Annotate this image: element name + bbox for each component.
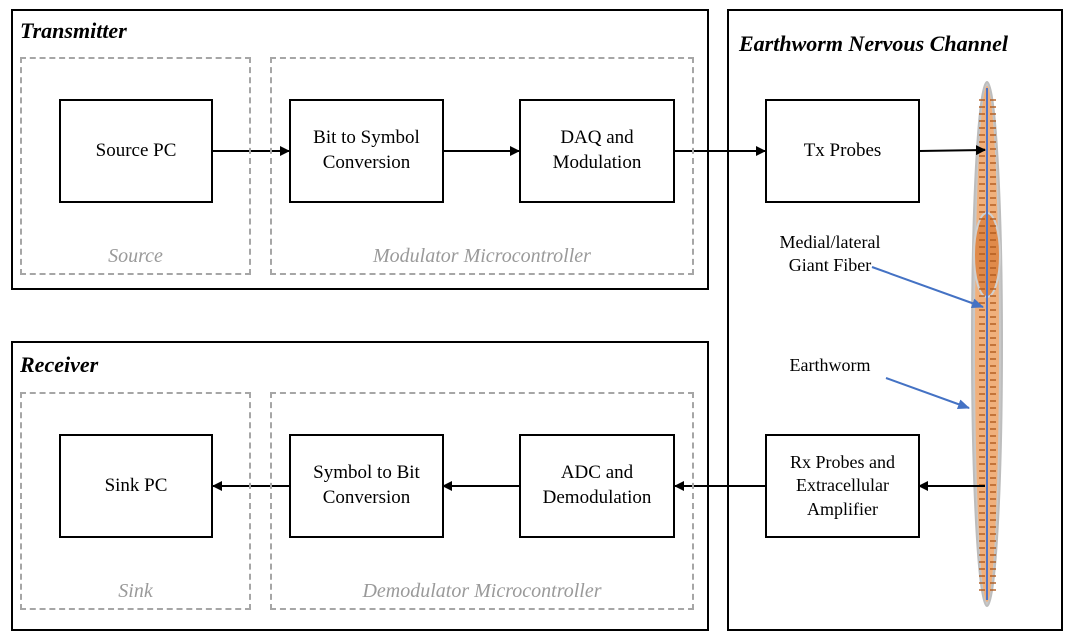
rx-probes-block: Rx Probes and Extracellular Amplifier <box>765 434 920 538</box>
source-pc-block: Source PC <box>59 99 213 203</box>
modulator-group-label: Modulator Microcontroller <box>373 245 591 267</box>
giant-fiber-label: Medial/lateral Giant Fiber <box>779 232 881 276</box>
daq-modulation-block: DAQ and Modulation <box>519 99 675 203</box>
modulator-group <box>270 57 694 275</box>
adc-demodulation-block: ADC and Demodulation <box>519 434 675 538</box>
symbol-to-bit-block: Symbol to Bit Conversion <box>289 434 444 538</box>
tx-probes-block: Tx Probes <box>765 99 920 203</box>
pointer-giant-fiber <box>871 266 984 308</box>
earthworm-figure <box>971 81 1003 607</box>
demodulator-group <box>270 392 694 610</box>
source-group <box>20 57 251 275</box>
pointer-earthworm <box>885 377 970 409</box>
earthworm-label: Earthworm <box>789 355 871 375</box>
channel-title: Earthworm Nervous Channel <box>739 31 1008 56</box>
sink-group <box>20 392 251 610</box>
bit-to-symbol-block: Bit to Symbol Conversion <box>289 99 444 203</box>
transmitter-title: Transmitter <box>20 18 127 43</box>
transmitter-panel <box>11 9 709 290</box>
demodulator-group-label: Demodulator Microcontroller <box>362 580 602 602</box>
sink-pc-block: Sink PC <box>59 434 213 538</box>
receiver-title: Receiver <box>20 352 99 377</box>
source-group-label: Source <box>108 245 163 267</box>
sink-group-label: Sink <box>118 580 153 602</box>
arrow-tx-to-worm <box>918 145 986 156</box>
earthworm-segments <box>979 99 996 591</box>
